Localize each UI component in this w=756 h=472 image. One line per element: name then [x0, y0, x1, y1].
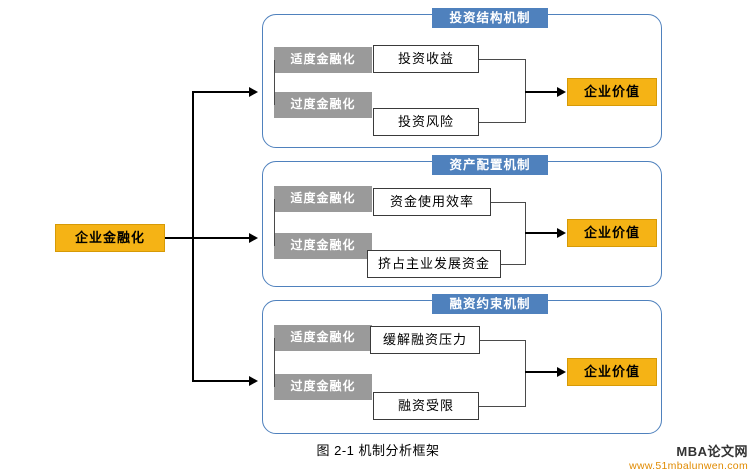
source-box: 企业金融化	[55, 224, 165, 252]
group-3-outcome-arrow	[557, 367, 566, 377]
main-spine	[192, 91, 194, 381]
branch-arrow-1	[249, 87, 258, 97]
group-1-right-spine	[525, 59, 527, 122]
group-2-left-spine	[274, 199, 276, 246]
group-1-left-spine	[274, 60, 276, 105]
group-3-moderate-label: 适度金融化	[274, 325, 372, 351]
group-1-outcome-arrow	[557, 87, 566, 97]
source-stem	[165, 237, 193, 239]
group-2-excessive-label: 过度金融化	[274, 233, 372, 259]
group-2-lower-out	[501, 264, 526, 266]
branch-arrow-2	[249, 233, 258, 243]
branch-line-2	[192, 237, 250, 239]
group-3-right-spine	[525, 340, 527, 406]
group-1-excessive-label: 过度金融化	[274, 92, 372, 118]
group-2-upper-effect: 资金使用效率	[373, 188, 491, 216]
branch-line-3	[192, 380, 250, 382]
group-1-outcome: 企业价值	[567, 78, 657, 106]
group-title-3: 融资约束机制	[432, 294, 548, 314]
group-1-outcome-line	[525, 91, 559, 93]
group-1-upper-out	[479, 59, 526, 61]
branch-line-1	[192, 91, 250, 93]
group-3-left-spine	[274, 338, 276, 387]
group-3-lower-effect: 融资受限	[373, 392, 479, 420]
group-2-lower-effect: 挤占主业发展资金	[367, 250, 501, 278]
group-3-outcome-line	[525, 371, 559, 373]
watermark: MBA论文网 www.51mbalunwen.com	[629, 444, 748, 472]
group-title-2: 资产配置机制	[432, 155, 548, 175]
watermark-main: MBA论文网	[676, 444, 748, 459]
group-3-upper-out	[480, 340, 526, 342]
group-3-excessive-label: 过度金融化	[274, 374, 372, 400]
group-1-upper-effect: 投资收益	[373, 45, 479, 73]
group-3-lower-out	[479, 406, 526, 408]
group-3-outcome: 企业价值	[567, 358, 657, 386]
group-2-outcome-line	[525, 232, 559, 234]
group-2-outcome: 企业价值	[567, 219, 657, 247]
watermark-url: www.51mbalunwen.com	[629, 460, 748, 472]
branch-arrow-3	[249, 376, 258, 386]
group-3-upper-effect: 缓解融资压力	[370, 326, 480, 354]
group-title-1: 投资结构机制	[432, 8, 548, 28]
group-2-outcome-arrow	[557, 228, 566, 238]
group-1-lower-effect: 投资风险	[373, 108, 479, 136]
figure-caption: 图 2-1 机制分析框架	[316, 443, 440, 458]
group-1-lower-out	[479, 122, 526, 124]
group-2-upper-out	[491, 202, 526, 204]
group-1-moderate-label: 适度金融化	[274, 47, 372, 73]
group-2-moderate-label: 适度金融化	[274, 186, 372, 212]
